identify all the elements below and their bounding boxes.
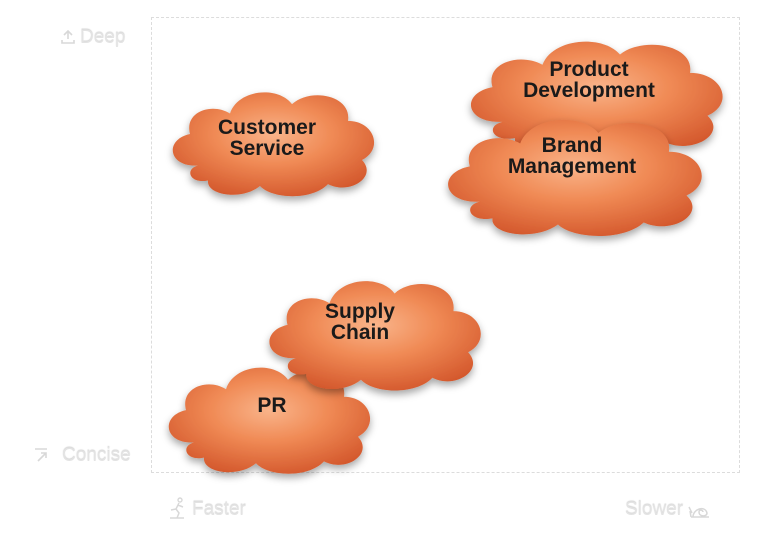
cloud-label-product-development-line1: Product bbox=[549, 58, 628, 81]
axis-label-slower-text: Slower bbox=[625, 498, 684, 520]
compress-arrow-icon bbox=[32, 446, 50, 467]
axis-label-deep-text: Deep bbox=[80, 27, 126, 48]
snail-icon bbox=[687, 497, 713, 522]
axis-label-faster-text: Faster bbox=[192, 498, 246, 520]
plot-frame bbox=[151, 17, 740, 473]
cloud-label-supply-chain-line2: Chain bbox=[331, 321, 389, 344]
axis-label-deep: Deep bbox=[60, 27, 125, 49]
axis-label-faster: Faster bbox=[168, 497, 246, 522]
axis-label-slower: Slower bbox=[625, 497, 713, 522]
cloud-label-supply-chain-line1: Supply bbox=[325, 300, 395, 323]
cloud-label-brand-management-line2: Management bbox=[508, 155, 636, 178]
axis-label-concise-text: Concise bbox=[62, 445, 131, 466]
cloud-label-customer-service-line1: Customer bbox=[218, 116, 316, 139]
upload-tray-icon bbox=[60, 29, 76, 48]
cloud-label-brand-management-line1: Brand bbox=[542, 134, 603, 157]
axis-label-concise: Concise bbox=[32, 445, 131, 467]
cloud-label-product-development-line2: Development bbox=[523, 79, 655, 102]
cloud-label-customer-service-line2: Service bbox=[230, 137, 305, 160]
runner-icon bbox=[168, 497, 188, 522]
cloud-label-pr: PR bbox=[257, 394, 286, 417]
